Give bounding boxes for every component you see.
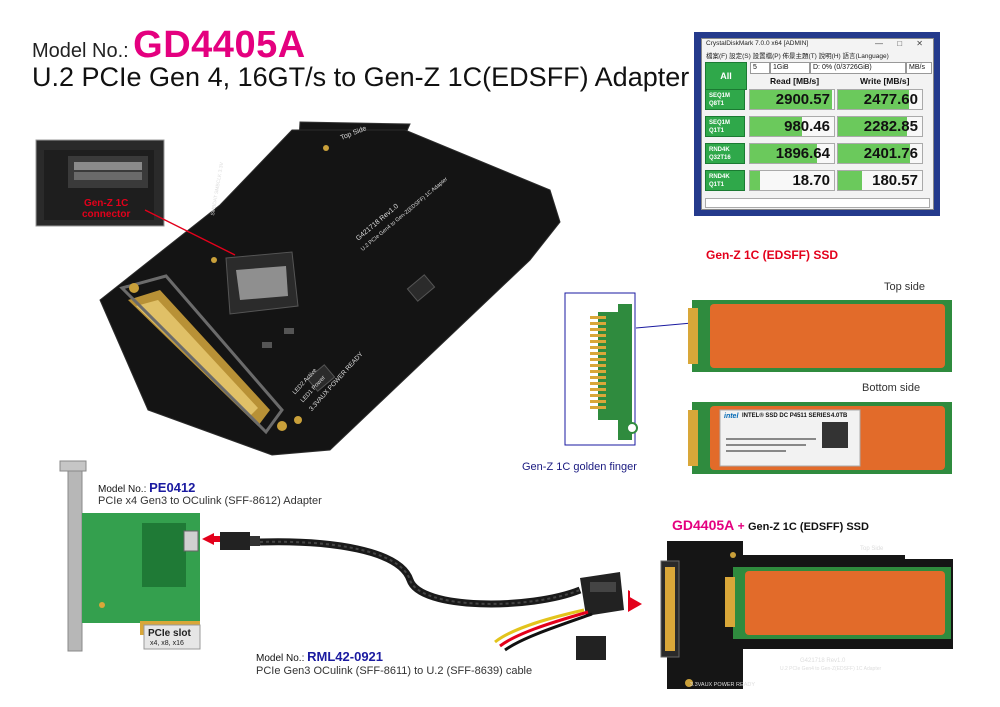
read-progress-bar xyxy=(750,171,761,190)
write-value-cell: 2477.60 xyxy=(837,89,923,110)
write-value: 2282.85 xyxy=(863,118,918,135)
row-test-name: SEQ1M xyxy=(709,93,731,99)
row-test-name: SEQ1M xyxy=(709,120,731,126)
all-button[interactable]: All xyxy=(705,62,747,90)
intel-logo: intel xyxy=(724,413,739,420)
pcie-slot-sizes: x4, x8, x16 xyxy=(150,640,184,647)
write-header: Write [MB/s] xyxy=(860,76,910,86)
row-test-params: Q32T16 xyxy=(709,155,731,161)
size-select[interactable]: 1GiB xyxy=(770,62,810,74)
cable-model-label: Model No.: xyxy=(256,653,305,664)
combo-plus: + xyxy=(734,519,748,533)
model-number: GD4405A xyxy=(133,24,306,66)
combo-title: GD4405A + Gen-Z 1C (EDSFF) SSD xyxy=(672,517,869,535)
write-value-cell: 180.57 xyxy=(837,170,923,191)
benchmark-status-bar xyxy=(705,198,930,208)
benchmark-window-title: CrystalDiskMark 7.0.0 x64 [ADMIN] xyxy=(706,40,809,47)
read-value-cell: 2900.57 xyxy=(749,89,835,110)
read-progress-bar xyxy=(750,144,818,163)
cable-model-number: RML42-0921 xyxy=(307,649,384,664)
write-value-cell: 2401.76 xyxy=(837,143,923,164)
pcie-slot-label: PCIe slot xyxy=(148,628,191,639)
gen-z-connector-label: Gen-Z 1C connector xyxy=(82,198,131,220)
benchmark-row-label[interactable]: RND4K Q1T1 xyxy=(705,170,745,191)
read-header: Read [MB/s] xyxy=(770,76,820,86)
cable-description: PCIe Gen3 OCulink (SFF-8611) to U.2 (SFF… xyxy=(256,665,533,677)
combo-rev-label: G421718 Rev1.0 xyxy=(800,658,846,664)
gd4405a-board-photo xyxy=(35,121,561,456)
ssd-title: Gen-Z 1C (EDSFF) SSD xyxy=(706,248,839,262)
write-progress-bar xyxy=(838,144,911,163)
model-label: Model No.: xyxy=(32,40,129,62)
combo-power-ready-label: 3.3VAUX POWER READY xyxy=(690,682,755,688)
product-subtitle: U.2 PCIe Gen 4, 16GT/s to Gen-Z 1C(EDSFF… xyxy=(32,62,690,92)
pe0412-model-number: PE0412 xyxy=(149,480,196,495)
drive-select[interactable]: D: 0% (0/3726GiB) xyxy=(810,62,906,74)
read-value: 980.46 xyxy=(784,118,830,135)
read-progress-bar xyxy=(750,90,833,109)
window-controls[interactable]: — □ ✕ xyxy=(875,39,929,48)
read-value: 18.70 xyxy=(792,172,830,189)
combo-photo xyxy=(660,537,953,689)
count-select[interactable]: 5 xyxy=(750,62,770,74)
ssd-top-side-label: Top side xyxy=(884,281,925,293)
ssd-label-model: INTEL® SSD DC P4511 SERIES xyxy=(742,413,831,419)
row-test-params: Q1T1 xyxy=(709,128,725,134)
row-test-name: RND4K xyxy=(709,147,730,153)
benchmark-row-label[interactable]: SEQ1M Q8T1 xyxy=(705,89,745,110)
write-value-cell: 2282.85 xyxy=(837,116,923,137)
golden-finger-label: Gen-Z 1C golden finger xyxy=(522,461,637,473)
benchmark-row-label[interactable]: SEQ1M Q1T1 xyxy=(705,116,745,137)
read-value: 1896.64 xyxy=(775,145,830,162)
read-value: 2900.57 xyxy=(775,91,830,108)
arrow-to-combo-icon xyxy=(628,596,642,612)
model-heading: Model No.: GD4405A xyxy=(32,24,306,67)
write-value: 2477.60 xyxy=(863,91,918,108)
ssd-illustration xyxy=(564,292,952,474)
row-test-params: Q1T1 xyxy=(709,182,725,188)
read-value-cell: 18.70 xyxy=(749,170,835,191)
oculink-cable-photo xyxy=(220,532,630,660)
benchmark-screenshot: CrystalDiskMark 7.0.0 x64 [ADMIN] — □ ✕ … xyxy=(694,32,940,216)
pe0412-model: Model No.: PE0412 xyxy=(98,480,195,495)
read-value-cell: 1896.64 xyxy=(749,143,835,164)
benchmark-menu[interactable]: 檔案(F) 設定(S) 設置檔(P) 佈景主題(T) 說明(H) 語言(Lang… xyxy=(706,53,889,60)
write-progress-bar xyxy=(838,171,862,190)
pe0412-model-label: Model No.: xyxy=(98,484,147,495)
combo-top-side-label: Top Side xyxy=(860,546,884,552)
combo-description-label: U.2 PCIe Gen4 to Gen-Z(EDSFF) 1C Adapter xyxy=(780,666,882,672)
write-progress-bar xyxy=(838,90,910,109)
benchmark-row-label[interactable]: RND4K Q32T16 xyxy=(705,143,745,164)
write-value: 180.57 xyxy=(872,172,918,189)
cable-model: Model No.: RML42-0921 xyxy=(256,649,383,664)
row-test-name: RND4K xyxy=(709,174,730,180)
read-value-cell: 980.46 xyxy=(749,116,835,137)
combo-ssd: Gen-Z 1C (EDSFF) SSD xyxy=(747,521,869,533)
write-progress-bar xyxy=(838,117,907,136)
combo-model: GD4405A xyxy=(672,517,735,533)
read-progress-bar xyxy=(750,117,803,136)
benchmark-window: CrystalDiskMark 7.0.0 x64 [ADMIN] — □ ✕ … xyxy=(701,38,934,210)
ssd-bottom-side-label: Bottom side xyxy=(862,382,921,394)
pe0412-description: PCIe x4 Gen3 to OCulink (SFF-8612) Adapt… xyxy=(98,495,322,507)
pe0412-card-photo xyxy=(59,460,222,652)
write-value: 2401.76 xyxy=(863,145,918,162)
row-test-params: Q8T1 xyxy=(709,101,725,107)
unit-select[interactable]: MB/s xyxy=(906,62,932,74)
ssd-label-capacity: 4.0TB xyxy=(831,413,848,419)
